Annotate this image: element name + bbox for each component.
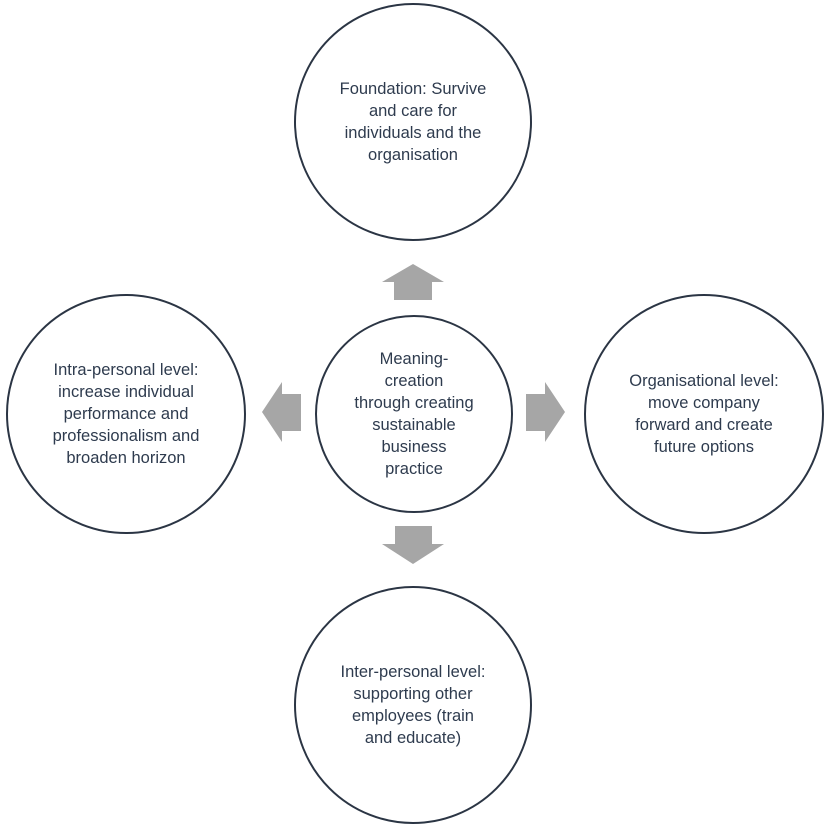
arrow-left	[262, 382, 301, 442]
intra-personal-circle: Intra-personal level: increase individua…	[6, 294, 246, 534]
foundation-label: Foundation: Survive and care for individ…	[339, 80, 487, 164]
meaning-creation-circle: Meaning- creation through creating susta…	[315, 315, 513, 513]
inter-personal-circle: Inter-personal level: supporting other e…	[294, 586, 532, 824]
inter-personal-label: Inter-personal level: supporting other e…	[340, 663, 486, 747]
meaning-creation-label: Meaning- creation through creating susta…	[354, 350, 474, 478]
arrow-down	[382, 526, 444, 564]
intra-personal-label: Intra-personal level: increase individua…	[52, 361, 200, 467]
organisational-circle: Organisational level: move company forwa…	[584, 294, 824, 534]
arrow-right	[526, 382, 565, 442]
foundation-circle: Foundation: Survive and care for individ…	[294, 3, 532, 241]
arrow-up	[382, 264, 444, 300]
organisational-label: Organisational level: move company forwa…	[629, 372, 779, 456]
